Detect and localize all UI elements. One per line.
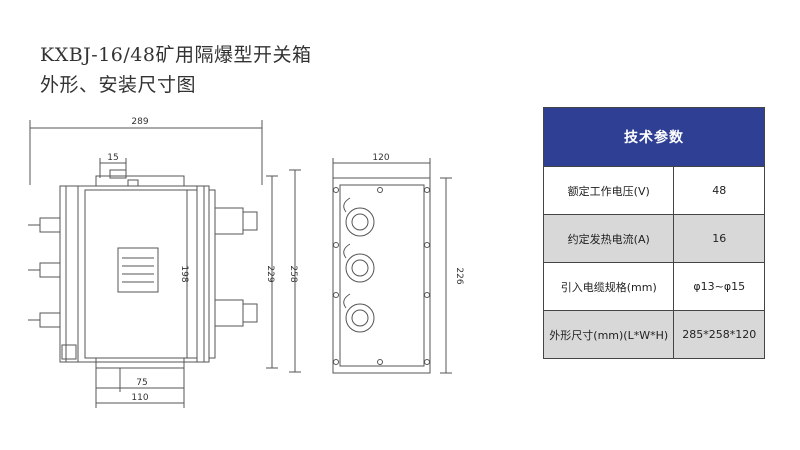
dim-flange: 15 — [107, 153, 118, 163]
spec-table-header: 技术参数 — [543, 107, 765, 167]
dim-overall-width: 289 — [131, 117, 148, 127]
spec-value: 285*258*120 — [673, 310, 765, 359]
dim-bottom-110: 110 — [131, 393, 148, 403]
dim-body-height: 198 — [179, 265, 189, 282]
spec-value: φ13~φ15 — [673, 262, 765, 311]
drawing-title: KXBJ-16/48矿用隔爆型开关箱 — [40, 44, 312, 66]
technical-drawing: 289 15 198 229 258 75 110 120 226 — [28, 117, 464, 408]
spec-value: 48 — [673, 166, 765, 215]
spec-row: 约定发热电流(A) 16 — [542, 214, 765, 263]
spec-row: 外形尺寸(mm)(L*W*H) 285*258*120 — [542, 310, 765, 359]
spec-label: 约定发热电流(A) — [542, 214, 675, 263]
spec-label: 外形尺寸(mm)(L*W*H) — [542, 310, 675, 359]
spec-label: 额定工作电压(V) — [542, 166, 675, 215]
dim-total-height: 258 — [288, 265, 298, 282]
spec-value: 16 — [673, 214, 765, 263]
dim-side-width: 120 — [372, 153, 389, 163]
spec-table: 技术参数 额定工作电压(V) 48 约定发热电流(A) 16 引入电缆规格(mm… — [542, 107, 765, 359]
spec-label: 引入电缆规格(mm) — [542, 262, 675, 311]
dim-bottom-75: 75 — [136, 378, 147, 388]
spec-row: 额定工作电压(V) 48 — [542, 166, 765, 215]
dim-side-height: 226 — [454, 267, 464, 284]
spec-row: 引入电缆规格(mm) φ13~φ15 — [542, 262, 765, 311]
dim-mount-height: 229 — [265, 265, 275, 282]
drawing-subtitle: 外形、安装尺寸图 — [40, 74, 197, 96]
